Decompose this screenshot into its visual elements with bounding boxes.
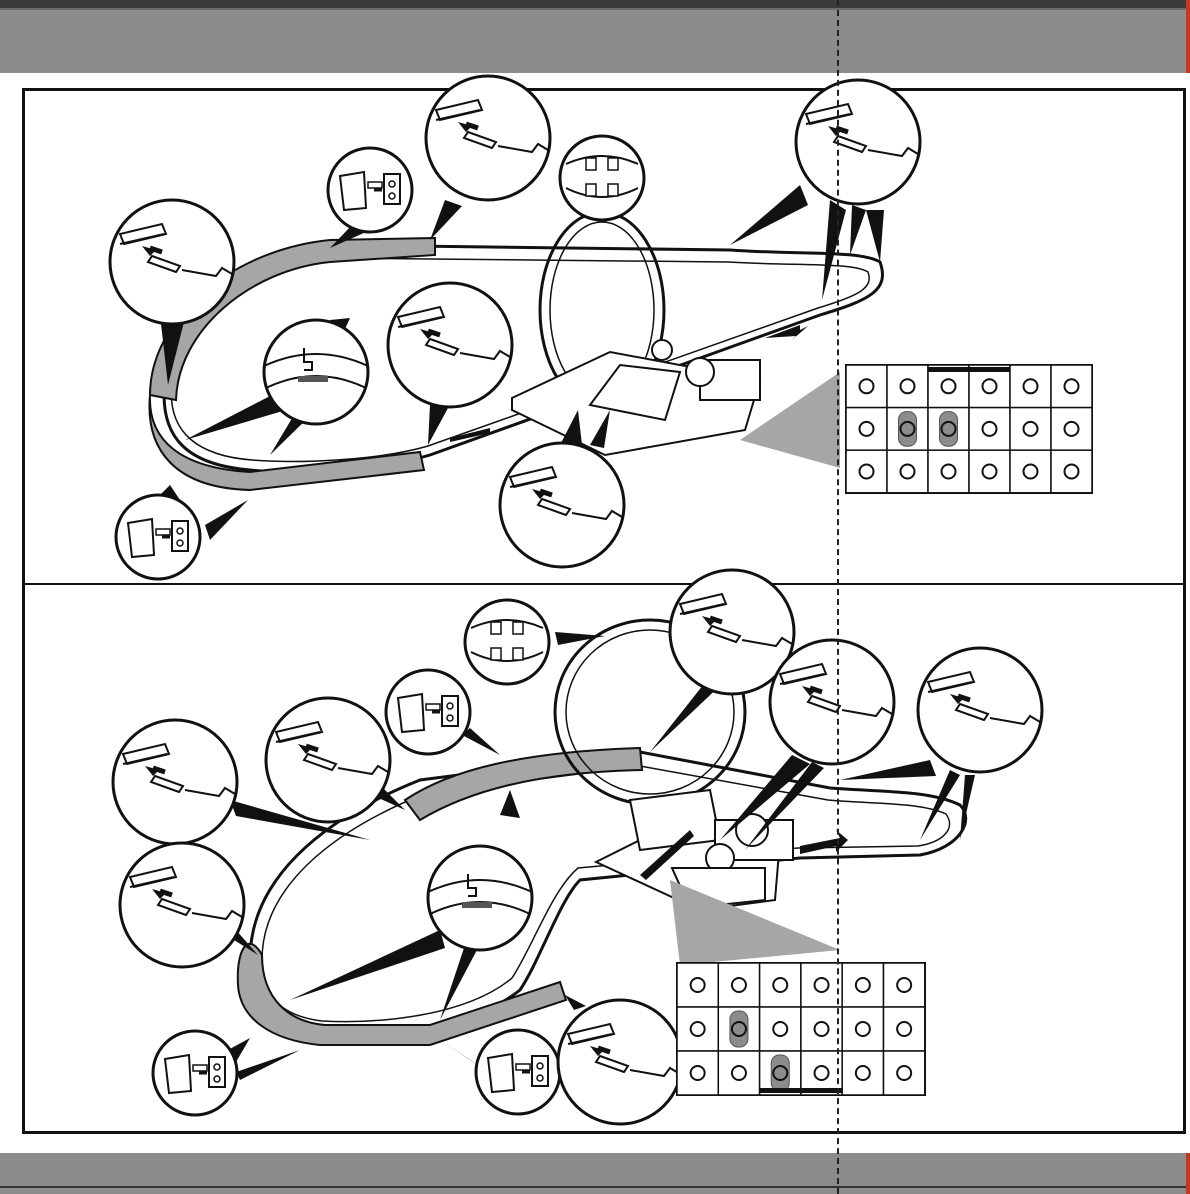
grid-cell: [842, 963, 883, 1007]
grid-cell: [928, 450, 969, 493]
track-joint-detail: [113, 720, 237, 844]
grid-cell: [760, 963, 801, 1007]
grid-cell: [801, 963, 842, 1007]
grid-cell: [760, 1007, 801, 1051]
tab-slot-detail: [428, 846, 532, 950]
grid-cell: [718, 963, 759, 1007]
track-joint-detail: [120, 843, 244, 967]
base-grid-cells-a: [846, 365, 1092, 493]
grid-cell: [677, 963, 718, 1007]
grid-cell: [677, 1007, 718, 1051]
grid-cell: [842, 1051, 883, 1095]
track-joint-detail: [426, 76, 550, 200]
grid-cell: [887, 365, 928, 408]
grid-bracket: [928, 367, 1010, 372]
grid-cell: [1051, 450, 1092, 493]
track-joint-detail: [770, 640, 894, 764]
grid-cell: [1051, 408, 1092, 451]
grid-cell: [846, 365, 887, 408]
track-joint-detail: [500, 443, 624, 567]
tab-slot-detail: [264, 320, 368, 424]
grid-cell: [1010, 365, 1051, 408]
connector-clip-detail: [328, 148, 412, 232]
base-grid-cells-b: [677, 963, 925, 1095]
grid-cell: [1010, 408, 1051, 451]
grid-cell: [842, 1007, 883, 1051]
grid-cell: [846, 408, 887, 451]
grid-cell: [677, 1051, 718, 1095]
grid-cell: [887, 450, 928, 493]
track-joint-detail: [796, 80, 920, 204]
grid-cell: [884, 963, 925, 1007]
grid-cell: [1051, 365, 1092, 408]
connector-clip-detail: [386, 670, 470, 754]
grid-cell: [718, 1051, 759, 1095]
grid-cell: [1010, 450, 1051, 493]
track-joint-detail: [558, 1000, 682, 1124]
connector-clip-detail: [116, 495, 200, 579]
connector-clip-detail: [153, 1031, 237, 1115]
loop-connector-detail: [465, 600, 549, 684]
track-joint-detail: [266, 698, 390, 822]
grid-cell: [846, 450, 887, 493]
loop-connector-detail: [560, 136, 644, 220]
grid-cell: [884, 1051, 925, 1095]
grid-cell: [969, 408, 1010, 451]
grid-bracket: [760, 1088, 843, 1093]
track-joint-detail: [918, 648, 1042, 772]
grid-cell: [969, 450, 1010, 493]
fold-line: [837, 0, 839, 1194]
track-joint-detail: [110, 200, 234, 324]
grid-cell: [801, 1007, 842, 1051]
connector-clip-detail: [476, 1030, 560, 1114]
track-joint-detail: [388, 283, 512, 407]
grid-cell: [884, 1007, 925, 1051]
